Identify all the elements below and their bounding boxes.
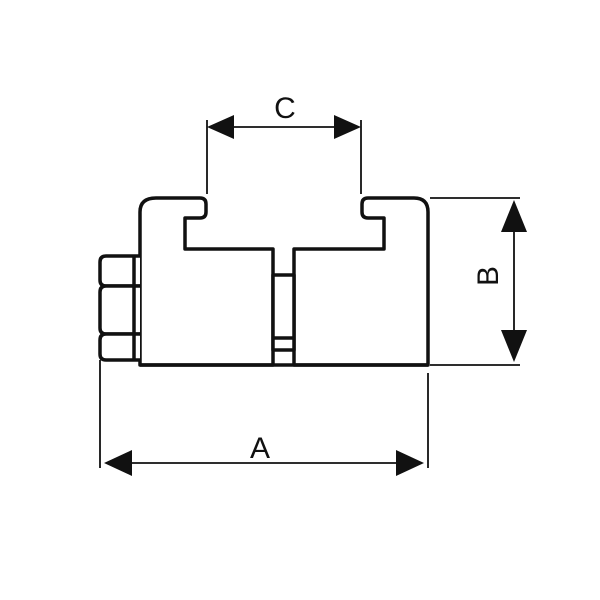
- dimension-c: C: [207, 92, 361, 139]
- dimension-b: B: [472, 200, 527, 362]
- arrowhead-b-top: [501, 200, 527, 232]
- bolt-shank: [271, 273, 296, 352]
- hex-nut: [98, 254, 140, 362]
- arrowhead-c-right: [334, 115, 361, 139]
- clamp-body-right: [292, 196, 430, 367]
- arrowhead-a-right: [396, 450, 424, 476]
- arrowhead-b-bottom: [501, 330, 527, 362]
- dimension-label-a: A: [250, 432, 270, 465]
- clamp-body-left: [138, 196, 275, 367]
- arrowhead-c-left: [207, 115, 234, 139]
- dimension-label-c: C: [274, 92, 296, 125]
- dimension-label-b: B: [472, 266, 505, 286]
- arrowhead-a-left: [104, 450, 132, 476]
- dimension-a: A: [104, 432, 424, 476]
